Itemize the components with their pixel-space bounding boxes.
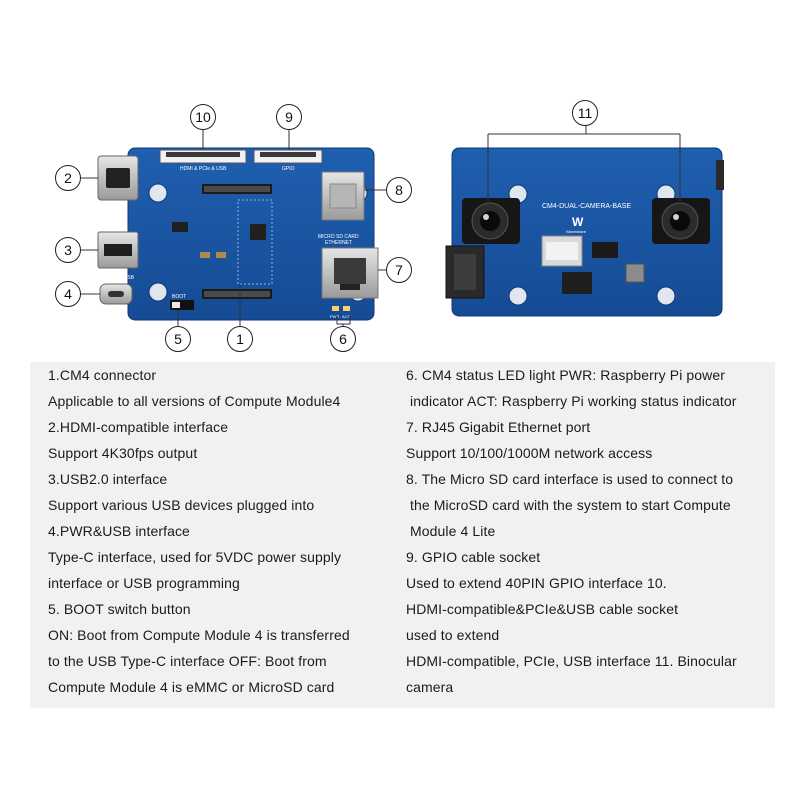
callout-10: 10: [190, 104, 216, 130]
description-line: Support various USB devices plugged into: [48, 497, 315, 513]
description-line: the MicroSD card with the system to star…: [410, 497, 731, 513]
callout-9: 9: [276, 104, 302, 130]
mount-hole: [148, 183, 168, 203]
mount-hole: [656, 286, 676, 306]
description-panel: 1.CM4 connector Applicable to all versio…: [30, 362, 775, 708]
waveshare-logo: W: [572, 215, 584, 229]
act-led: [343, 306, 350, 311]
callout-6: 6: [330, 326, 356, 352]
board-figure: HDMI & PCIe & USB GPIO MICRO SD CARD ETH…: [0, 0, 800, 360]
description-line: HDMI-compatible&PCIe&USB cable socket: [406, 601, 679, 617]
callout-8: 8: [386, 177, 412, 203]
callout-2: 2: [55, 165, 81, 191]
description-line: HDMI-compatible, PCIe, USB interface 11.…: [406, 653, 737, 669]
description-left-column: 1.CM4 connector Applicable to all versio…: [48, 362, 398, 700]
leader-lines-left: [81, 130, 386, 326]
silk-gpio: GPIO: [282, 166, 295, 172]
description-line: Module 4 Lite: [410, 523, 496, 539]
callout-5: 5: [165, 326, 191, 352]
description-line: 7. RJ45 Gigabit Ethernet port: [406, 419, 591, 435]
description-line: Support 10/100/1000M network access: [406, 445, 653, 461]
camera-left-lens: [480, 211, 500, 231]
cm4-outline: [237, 199, 273, 285]
camera-board-title: CM4-DUAL-CAMERA-BASE: [542, 203, 631, 210]
mount-hole: [508, 286, 528, 306]
description-line: Support 4K30fps output: [48, 445, 198, 461]
mount-hole: [148, 282, 168, 302]
description-line: ON: Boot from Compute Module 4 is transf…: [48, 627, 350, 643]
leader-lines-right: [487, 126, 681, 206]
description-line: Compute Module 4 is eMMC or MicroSD card: [48, 679, 335, 695]
description-line: indicator ACT: Raspberry Pi working stat…: [410, 393, 737, 409]
silk-pwr-led: PWR: [330, 314, 339, 319]
main-board: HDMI & PCIe & USB GPIO MICRO SD CARD ETH…: [97, 147, 379, 321]
brand-label: Waveshare: [566, 229, 587, 234]
description-line: 4.PWR&USB interface: [48, 523, 190, 539]
description-line: Type-C interface, used for 5VDC power su…: [48, 549, 342, 565]
callout-7: 7: [386, 257, 412, 283]
description-line: 3.USB2.0 interface: [48, 471, 168, 487]
description-line: camera: [406, 679, 454, 695]
boot-switch: [170, 300, 194, 310]
silk-boot: BOOT: [172, 294, 186, 300]
silk-act-led: ACT: [342, 314, 351, 319]
description-line: 8. The Micro SD card interface is used t…: [406, 471, 734, 487]
callout-4: 4: [55, 281, 81, 307]
description-line: 9. GPIO cable socket: [406, 549, 541, 565]
description-line: 2.HDMI-compatible interface: [48, 419, 229, 435]
description-line: to the USB Type-C interface OFF: Boot fr…: [48, 653, 327, 669]
callout-1: 1: [227, 326, 253, 352]
description-line: interface or USB programming: [48, 575, 240, 591]
description-line: 1.CM4 connector: [48, 367, 157, 383]
camera-right-lens: [670, 211, 690, 231]
description-line: Used to extend 40PIN GPIO interface 10.: [406, 575, 667, 591]
description-line: 5. BOOT switch button: [48, 601, 191, 617]
board-diagram: HDMI & PCIe & USB GPIO MICRO SD CARD ETH…: [81, 126, 724, 326]
description-line: used to extend: [406, 627, 500, 643]
pwr-led: [332, 306, 339, 311]
silk-pwr-usb: PWR & USB: [106, 275, 135, 281]
silk-ethernet: ETHERNET: [325, 240, 352, 246]
callout-11: 11: [572, 100, 598, 126]
camera-board: CM4-DUAL-CAMERA-BASE W Waveshare: [445, 147, 724, 317]
description-right-column: 6. CM4 status LED light PWR: Raspberry P…: [406, 362, 771, 700]
silk-micro-sd: MICRO SD CARD: [318, 234, 359, 240]
silk-hdmi-pcie-usb: HDMI & PCIe & USB: [180, 166, 227, 172]
description-line: Applicable to all versions of Compute Mo…: [48, 393, 341, 409]
description-line: 6. CM4 status LED light PWR: Raspberry P…: [406, 367, 726, 383]
callout-3: 3: [55, 237, 81, 263]
